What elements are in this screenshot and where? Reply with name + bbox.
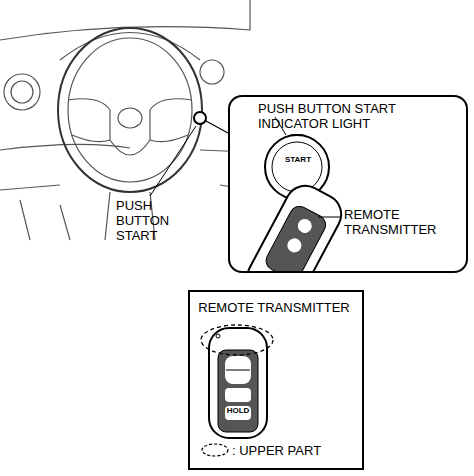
button-text: HOLD [209,406,267,415]
button-text: START [283,155,313,164]
part-label: REMOTE TRANSMITTER [344,207,454,237]
part-label: REMOTE TRANSMITTER [190,300,358,315]
fob-illustration [190,292,358,468]
dashed-ellipse-sample [200,442,230,458]
remote-transmitter-box: REMOTE TRANSMITTER HOLD : UPPER PART [188,290,364,470]
part-label: PUSH BUTTON START INDICATOR LIGHT [258,101,418,131]
callout-inset-box: PUSH BUTTON START INDICATOR LIGHT REMOTE … [228,95,468,273]
legend-text: : UPPER PART [232,443,321,458]
part-label: PUSH BUTTON START [116,198,180,243]
